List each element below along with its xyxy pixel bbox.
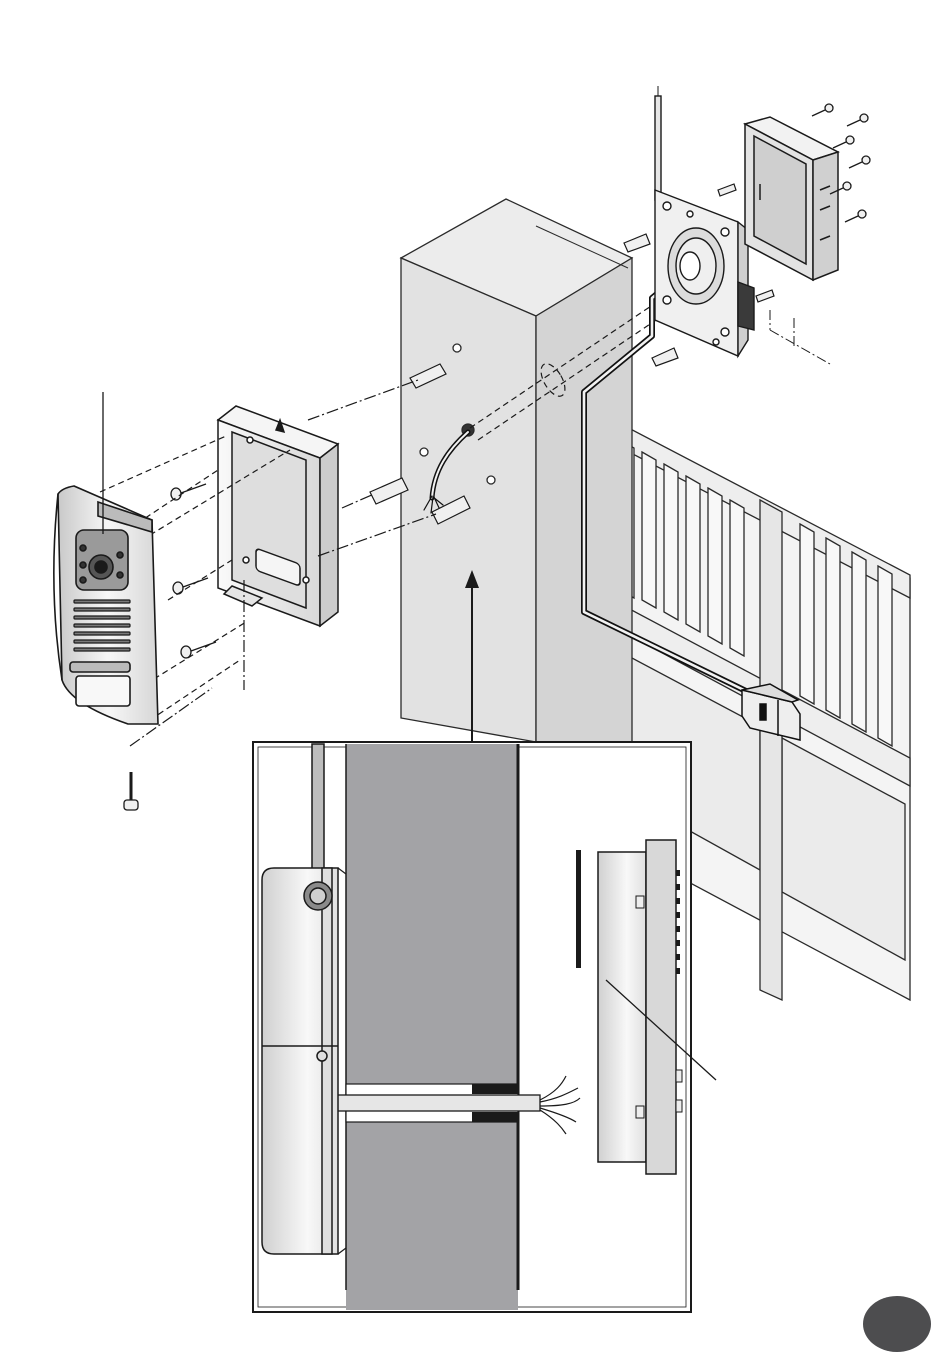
antenna-back-box [745,117,838,280]
bottom-screw [124,772,138,810]
surface-mount-box [218,406,338,626]
page-badge [863,1296,931,1352]
back-box-guides [770,310,830,364]
antenna-module [655,86,754,356]
pillar [401,199,632,742]
outdoor-unit [54,392,158,724]
inset-pillar [346,744,518,1310]
detail-inset [253,742,716,1312]
